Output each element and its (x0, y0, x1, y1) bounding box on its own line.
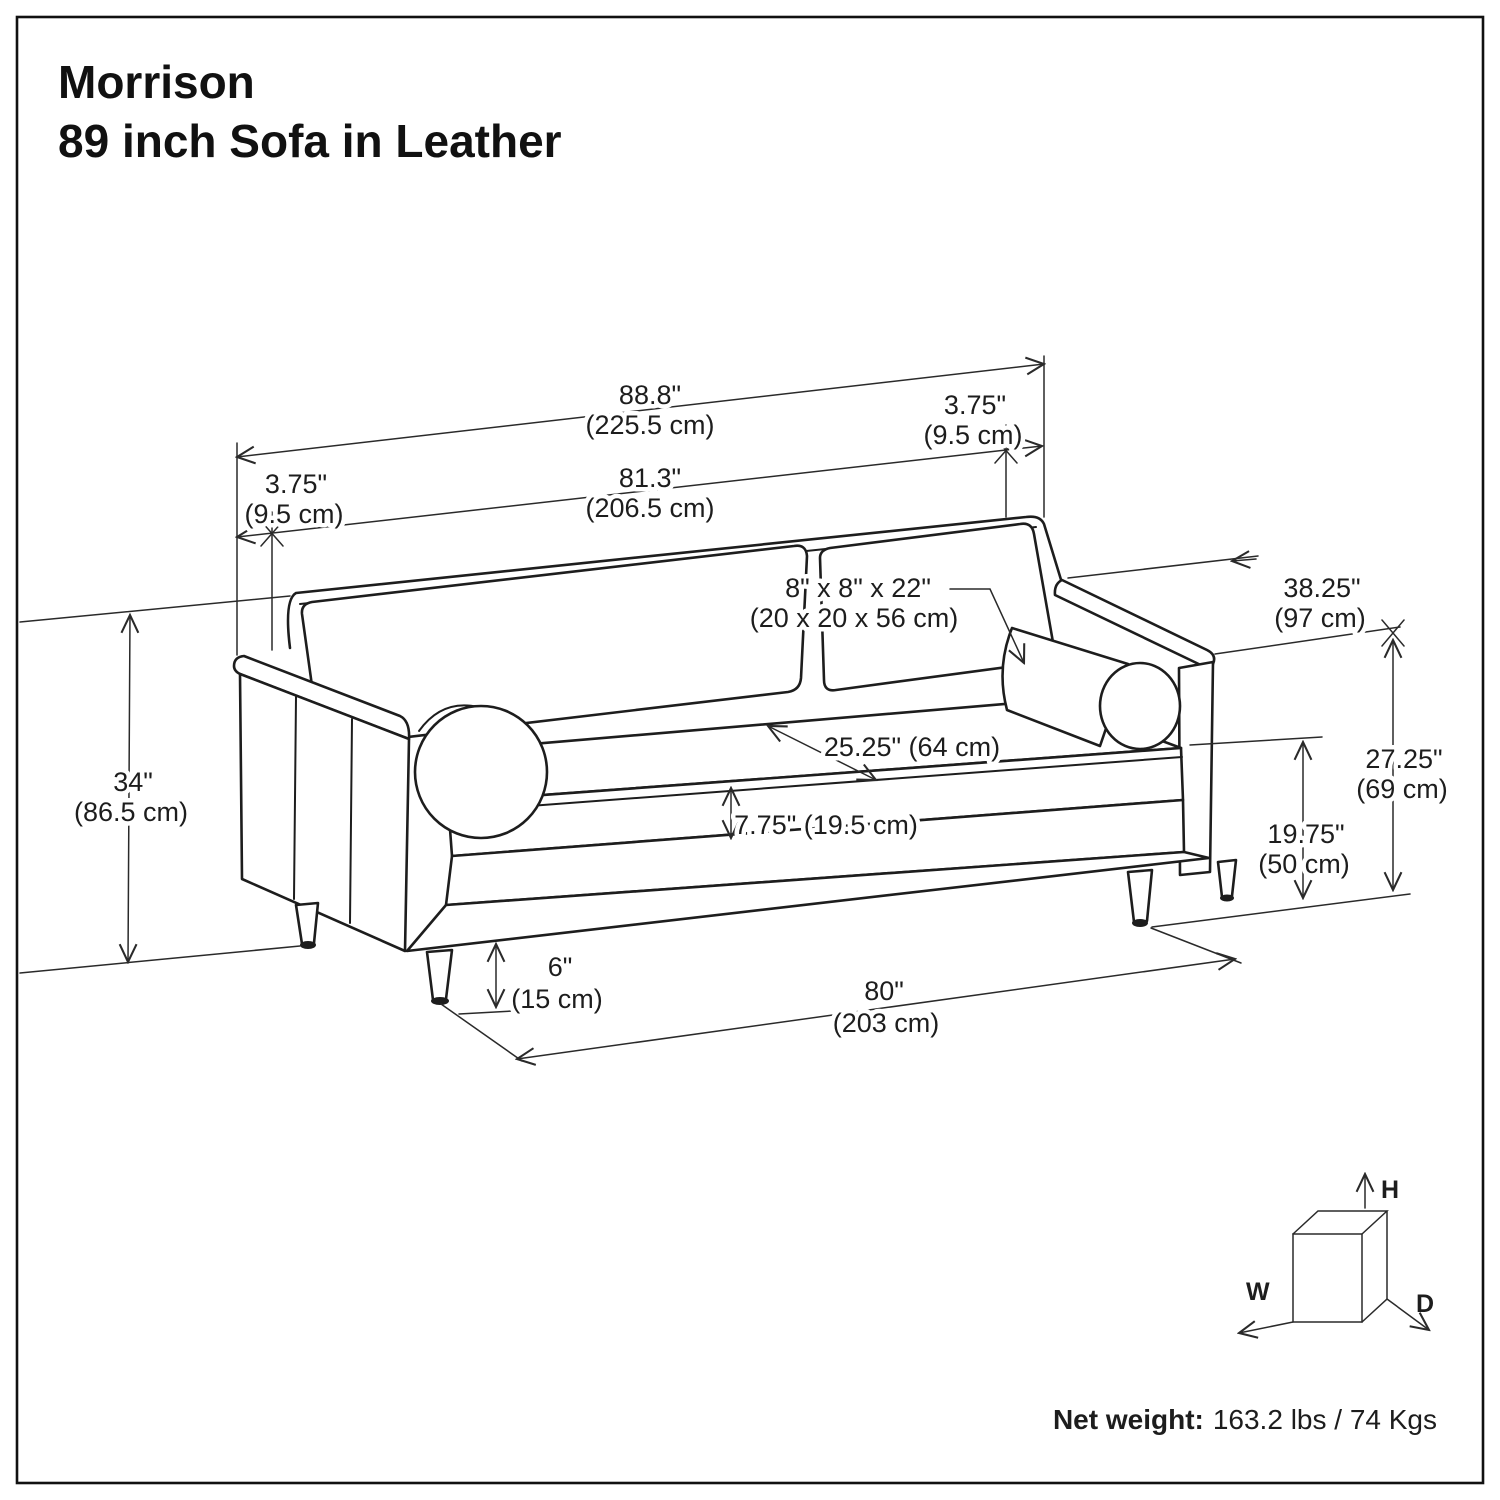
dim-overall-height (19, 595, 301, 974)
sofa-back-frame (286, 515, 1064, 650)
bolster-left-end (413, 704, 549, 840)
leg-foot (431, 997, 449, 1005)
product-name: Morrison (58, 56, 255, 108)
label-overall-width-cm: (225.5 cm) (585, 410, 714, 440)
title-block: Morrison 89 inch Sofa in Leather (58, 56, 562, 167)
dim-back-width (237, 424, 1042, 651)
axis-cube-icon: H W D (1239, 1174, 1434, 1333)
tick-x (260, 520, 284, 547)
axis-d-arrow (1386, 1298, 1429, 1330)
floor-extension (1151, 893, 1411, 928)
label-leg-height-cm: (15 cm) (511, 984, 603, 1014)
label-back-offset-right-in: 3.75" (944, 390, 1006, 420)
leg-foot (1132, 919, 1148, 927)
leg-front-right (1126, 868, 1154, 924)
label-overall-width-in: 88.8" (619, 380, 681, 410)
dim-leg-span (440, 927, 1242, 1061)
page-border (15, 15, 1485, 1485)
label-seat-height-in: 19.75" (1267, 819, 1344, 849)
label-cushion-thickness: 7.75" (19.5 cm) (734, 810, 918, 840)
bolster-right-end (1098, 661, 1182, 751)
dim-seat-depth (768, 726, 876, 780)
label-seat-depth: 25.25" (64 cm) (824, 732, 1000, 762)
leg-back-left (294, 901, 320, 946)
dimension-labels: 88.8" (225.5 cm) 3.75" (9.5 cm) 81.3" (2… (69, 376, 1452, 1043)
dim-seat-height (1151, 736, 1411, 928)
axis-w-label: W (1246, 1278, 1270, 1306)
sofa-illustration (232, 515, 1238, 1005)
back-cushion-left (300, 544, 809, 748)
label-leg-span-cm: (203 cm) (833, 1008, 940, 1038)
base-plinth (405, 850, 1211, 953)
leg-back-right (1216, 858, 1238, 899)
label-bolster-in: 8" x 8" x 22" (785, 573, 931, 603)
label-back-width-cm: (206.5 cm) (585, 493, 714, 523)
dimension-lines (19, 355, 1411, 1061)
label-depth-in: 38.25" (1283, 573, 1360, 603)
label-depth-cm: (97 cm) (1274, 603, 1366, 633)
label-arm-height-in: 27.25" (1365, 744, 1442, 774)
bolster-right-body (1001, 626, 1130, 748)
product-variant: 89 inch Sofa in Leather (58, 115, 562, 167)
label-leg-span-in: 80" (864, 976, 904, 1006)
left-arm-top (232, 654, 411, 741)
axis-d-label: D (1416, 1290, 1434, 1318)
leg-foot (300, 941, 316, 949)
leg-front-left (425, 948, 454, 1002)
net-weight: Net weight: 163.2 lbs / 74 Kgs (1053, 1404, 1437, 1435)
label-back-offset-left-cm: (9.5 cm) (244, 499, 343, 529)
left-arm-stitch-2 (349, 718, 353, 924)
left-arm-panel (238, 672, 411, 953)
cube-front-face (1292, 1233, 1363, 1323)
dim-depth (1067, 556, 1405, 655)
label-back-width-in: 81.3" (619, 463, 681, 493)
tick-x (994, 437, 1018, 464)
dim-leg-height (458, 944, 514, 1015)
cube-top-face (1292, 1210, 1389, 1235)
net-weight-label: Net weight: (1053, 1404, 1204, 1435)
label-overall-height-in: 34" (113, 767, 153, 797)
axis-w-arrow (1239, 1322, 1294, 1333)
label-back-offset-left-in: 3.75" (265, 469, 327, 499)
leg-foot (1220, 894, 1234, 902)
label-seat-height-cm: (50 cm) (1258, 849, 1350, 879)
left-arm-stitch-1 (293, 696, 297, 900)
label-arm-height-cm: (69 cm) (1356, 774, 1448, 804)
label-bolster-cm: (20 x 20 x 56 cm) (750, 603, 959, 633)
label-overall-height-cm: (86.5 cm) (74, 797, 188, 827)
bolster-leader (949, 588, 1024, 663)
axis-h-label: H (1381, 1176, 1399, 1204)
label-back-offset-right-cm: (9.5 cm) (923, 420, 1022, 450)
seat-piping (449, 756, 1183, 813)
dim-overall-width (237, 355, 1044, 656)
cube-right-face (1361, 1210, 1388, 1323)
net-weight-value: 163.2 lbs / 74 Kgs (1213, 1404, 1437, 1435)
label-leg-height-in: 6" (548, 952, 573, 982)
